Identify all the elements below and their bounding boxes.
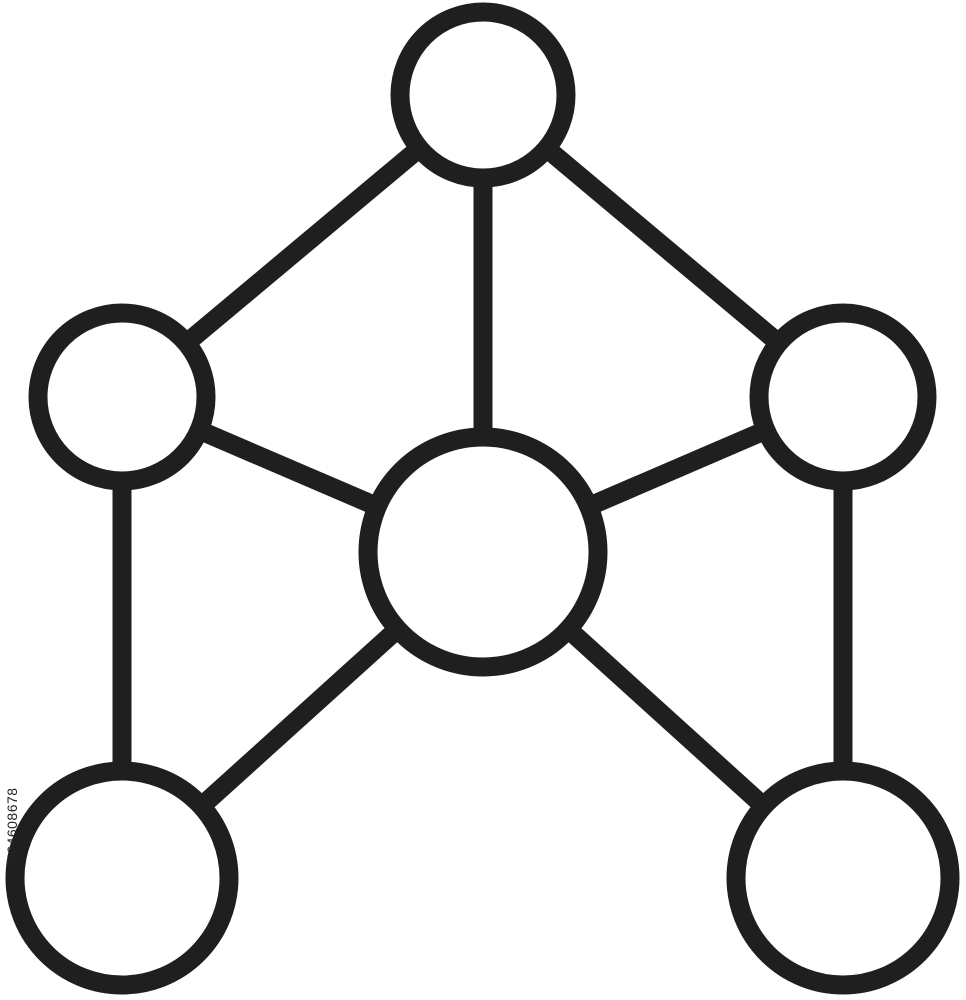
- node-bottom-left: [5, 761, 239, 995]
- diagram-nodes: [5, 2, 960, 995]
- node-top: [390, 2, 576, 188]
- node-left: [28, 303, 216, 491]
- node-bottom-right: [726, 761, 960, 995]
- node-right: [749, 303, 937, 491]
- watermark-image-id: 564608678: [4, 787, 20, 863]
- node-center: [358, 427, 608, 677]
